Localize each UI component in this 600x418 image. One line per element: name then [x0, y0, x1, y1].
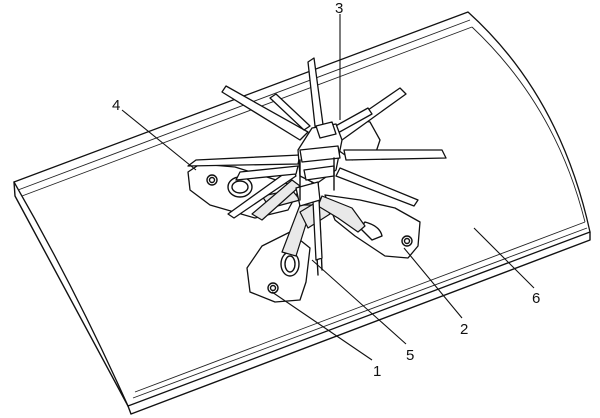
label-1: 1	[373, 363, 381, 380]
label-3: 3	[335, 0, 343, 17]
central-hub	[295, 121, 343, 207]
label-4: 4	[112, 97, 120, 114]
leader-2	[403, 247, 463, 319]
leader-1	[271, 291, 373, 361]
label-6: 6	[532, 290, 540, 307]
label-5: 5	[406, 347, 414, 364]
leader-4	[121, 109, 197, 171]
reference-labels: 1 2 3 4 5 6	[112, 0, 540, 380]
leader-5	[311, 259, 407, 345]
label-2: 2	[460, 321, 468, 338]
leader-lines	[121, 14, 535, 361]
leader-6	[473, 227, 535, 289]
blades	[187, 57, 447, 261]
